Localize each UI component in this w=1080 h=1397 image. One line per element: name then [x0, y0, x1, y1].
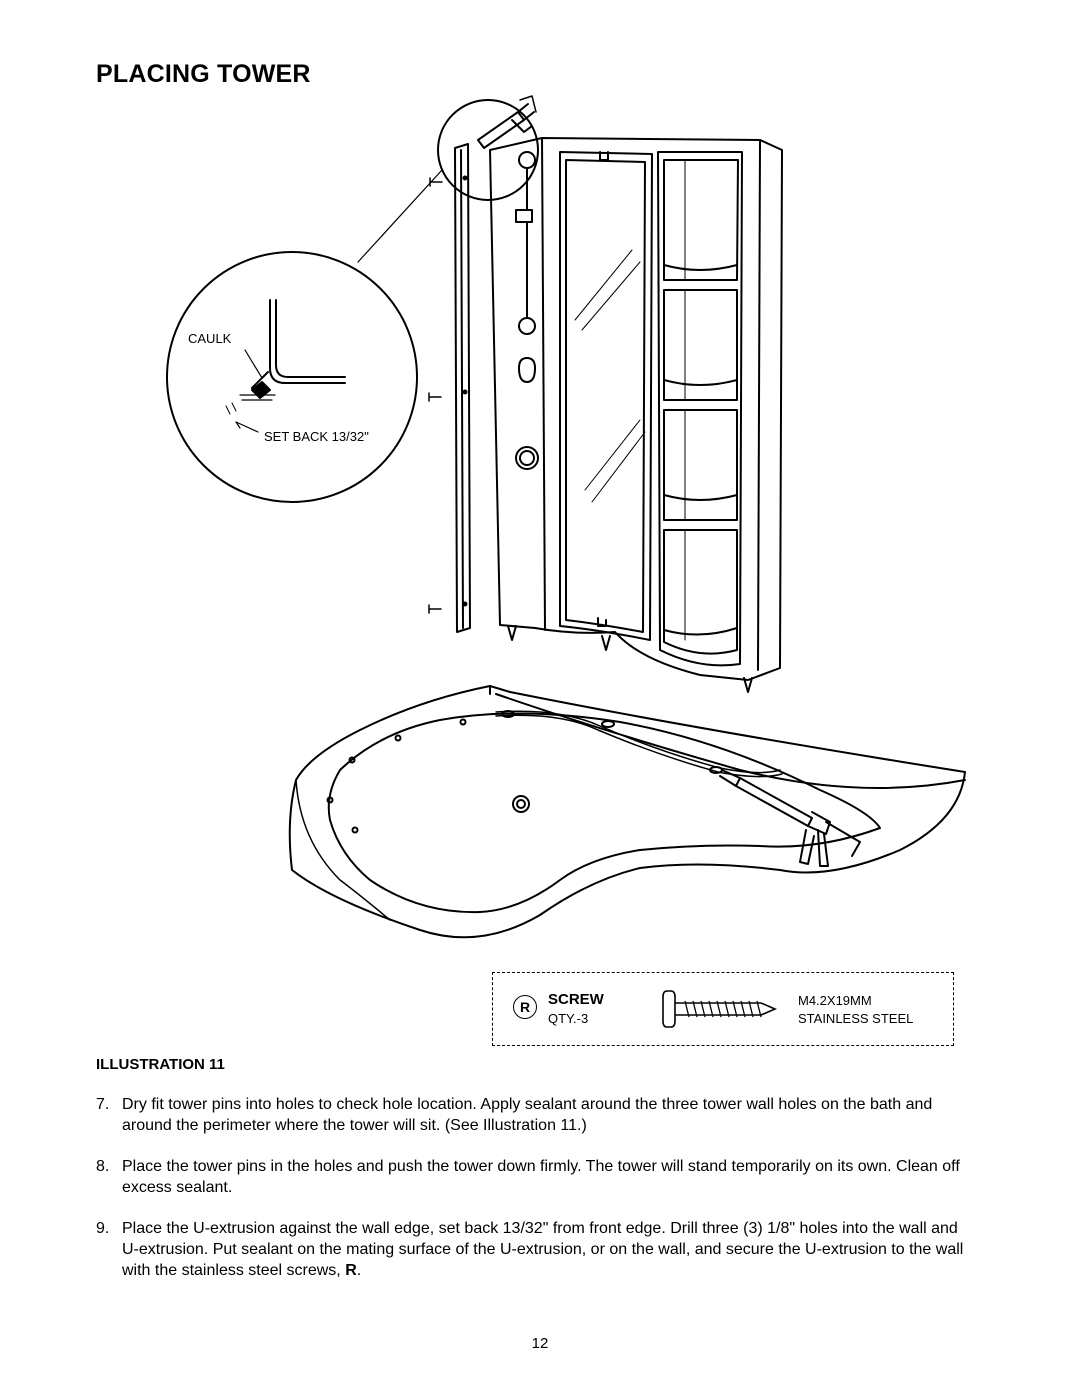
hardware-legend: R SCREW QTY.-3 M4.2X19MM STAINLESS STEEL [492, 972, 954, 1046]
caulk-gun [719, 769, 861, 867]
part-name: SCREW [548, 991, 604, 1008]
top-detail-circle [437, 99, 539, 201]
caulk-gun-detail [477, 95, 537, 149]
part-material: STAINLESS STEEL [798, 1011, 914, 1026]
page-number: 12 [531, 1335, 549, 1352]
wall-screws [428, 177, 443, 614]
tower-unit [489, 137, 783, 693]
page-title: PLACING TOWER [96, 60, 311, 88]
caulk-detail-drawing [225, 299, 346, 433]
step-9: 9. Place the U-extrusion against the wal… [96, 1218, 976, 1281]
part-size: M4.2X19MM [798, 993, 872, 1008]
step-8: 8. Place the tower pins in the holes and… [96, 1156, 976, 1198]
step-number: 7. [96, 1096, 110, 1113]
step-number: 8. [96, 1158, 110, 1175]
setback-callout: SET BACK 13/32" [264, 429, 369, 444]
caulk-callout: CAULK [188, 331, 232, 346]
step-text: Place the tower pins in the holes and pu… [122, 1158, 960, 1196]
step-text: Place the U-extrusion against the wall e… [122, 1220, 964, 1279]
step-7: 7. Dry fit tower pins into holes to chec… [96, 1094, 976, 1136]
step-text: Dry fit tower pins into holes to check h… [122, 1096, 933, 1134]
bathtub [288, 685, 966, 939]
step-part-ref: R [345, 1262, 357, 1279]
screw-icon [662, 990, 778, 1028]
part-letter-badge: R [513, 995, 537, 1019]
u-extrusion [454, 143, 471, 633]
part-quantity: QTY.-3 [548, 1011, 589, 1026]
instruction-steps: 7. Dry fit tower pins into holes to chec… [96, 1094, 976, 1301]
illustration-label: ILLUSTRATION 11 [96, 1056, 225, 1073]
step-number: 9. [96, 1220, 110, 1237]
tower-installation-illustration: CAULK SET BACK 13/32" [166, 95, 966, 939]
step-text-end: . [356, 1262, 362, 1279]
